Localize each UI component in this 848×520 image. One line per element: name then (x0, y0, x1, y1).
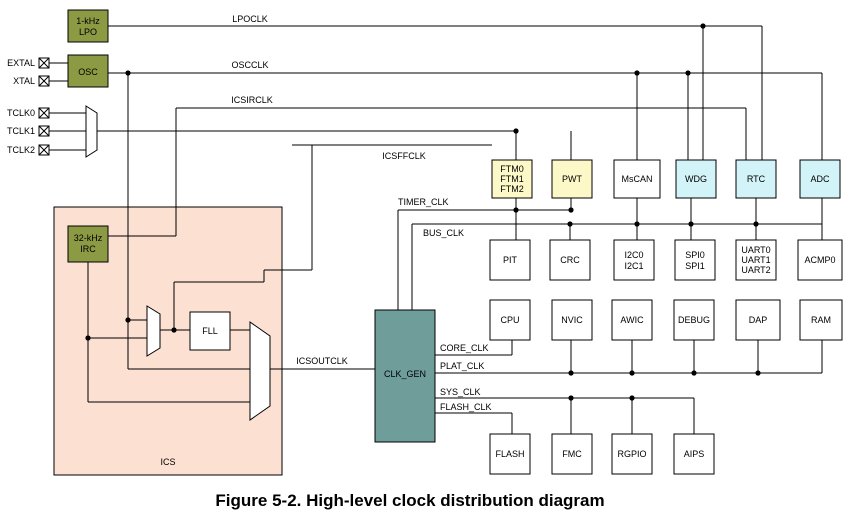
rgpio-label: RGPIO (617, 449, 646, 459)
lpoclk-label: LPOCLK (232, 14, 268, 24)
i2c0-label: I2C0 (624, 250, 643, 260)
lpo-label-line-1: 1-kHz (76, 16, 100, 26)
ftm-block (491, 159, 533, 199)
cpu-block (489, 299, 531, 341)
clk-gen-block (374, 309, 436, 443)
extal-pin-icon (38, 57, 50, 69)
fll-label: FLL (202, 326, 218, 336)
mscan-label: MsCAN (622, 174, 653, 184)
ics-output-mux-icon (249, 321, 271, 421)
core-clk-label: CORE_CLK (440, 343, 489, 353)
pit-block (489, 239, 531, 281)
acmp-label: ACMP0 (804, 255, 835, 265)
cpu-label: CPU (500, 315, 519, 325)
irc-label-line-2: IRC (80, 244, 96, 254)
sys-clk-label: SYS_CLK (440, 387, 481, 397)
flash-block (489, 433, 531, 475)
pwt-block (551, 159, 593, 199)
xtal-label: XTAL (13, 76, 35, 86)
pin-markers (38, 57, 50, 156)
tclk0-pin-icon (38, 107, 50, 119)
debug-block (673, 299, 715, 341)
osc-label: OSC (78, 67, 98, 77)
osc-block (67, 54, 109, 88)
rtc-block (735, 159, 777, 199)
junction-dots (85, 23, 761, 401)
timer-clk-label: TIMER_CLK (398, 197, 449, 207)
icsoutclk-label: ICSOUTCLK (296, 356, 348, 366)
xtal-pin-icon (38, 75, 50, 87)
debug-label: DEBUG (678, 315, 710, 325)
aips-label: AIPS (684, 449, 705, 459)
tclk1-label: TCLK1 (7, 126, 35, 136)
tclk-mux-icon (85, 105, 98, 158)
uart-block (735, 239, 777, 281)
ram-block (799, 299, 843, 341)
tclk2-pin-icon (38, 144, 50, 156)
ftm1-label: FTM1 (500, 174, 524, 184)
figure-caption: Figure 5-2. High-level clock distributio… (215, 491, 604, 510)
spi1-label: SPI1 (685, 261, 705, 271)
adc-block (799, 159, 841, 199)
awic-label: AWIC (620, 315, 644, 325)
dap-label: DAP (749, 315, 768, 325)
rtc-label: RTC (747, 174, 766, 184)
fll-block (189, 311, 231, 351)
irc-block (67, 225, 109, 263)
i2c-block (613, 239, 655, 281)
spi-block (674, 239, 716, 281)
dap-block (735, 299, 781, 341)
crc-block (549, 239, 591, 281)
lpo-label-line-2: LPO (79, 27, 97, 37)
flash-clk-label: FLASH_CLK (440, 402, 492, 412)
flash-label: FLASH (495, 449, 524, 459)
uart1-label: UART1 (741, 255, 770, 265)
irc-label-line-1: 32-kHz (74, 233, 103, 243)
icsffclk-label: ICSFFCLK (382, 151, 426, 161)
icsirclk-label: ICSIRCLK (231, 95, 273, 105)
adc-label: ADC (810, 174, 830, 184)
awic-block (611, 299, 653, 341)
pit-label: PIT (503, 255, 518, 265)
nvic-label: NVIC (561, 315, 583, 325)
mscan-block (613, 159, 661, 199)
clk-gen-label: CLK_GEN (384, 369, 426, 379)
lpo-block (67, 9, 109, 43)
tclk2-label: TCLK2 (7, 145, 35, 155)
crc-label: CRC (560, 255, 580, 265)
wdg-block (675, 159, 717, 199)
tclk0-label: TCLK0 (7, 108, 35, 118)
acmp-block (797, 239, 843, 281)
oscclk-label: OSCCLK (231, 60, 268, 70)
spi0-label: SPI0 (685, 250, 705, 260)
ics-input-mux-icon (146, 305, 161, 357)
wdg-label: WDG (685, 174, 707, 184)
tclk1-pin-icon (38, 125, 50, 137)
ics-label: ICS (160, 457, 175, 467)
extal-label: EXTAL (7, 58, 35, 68)
fmc-label: FMC (562, 449, 582, 459)
plat-clk-label: PLAT_CLK (440, 361, 484, 371)
i2c1-label: I2C1 (624, 261, 643, 271)
bus-clk-label: BUS_CLK (423, 228, 464, 238)
clock-wires (49, 25, 823, 434)
nvic-block (551, 299, 593, 341)
rgpio-block (611, 433, 653, 475)
aips-block (673, 433, 715, 475)
ftm2-label: FTM2 (500, 184, 524, 194)
uart2-label: UART2 (741, 265, 770, 275)
fmc-block (551, 433, 593, 475)
ftm0-label: FTM0 (500, 164, 524, 174)
uart0-label: UART0 (741, 245, 770, 255)
pwt-label: PWT (562, 174, 582, 184)
ram-label: RAM (811, 315, 831, 325)
